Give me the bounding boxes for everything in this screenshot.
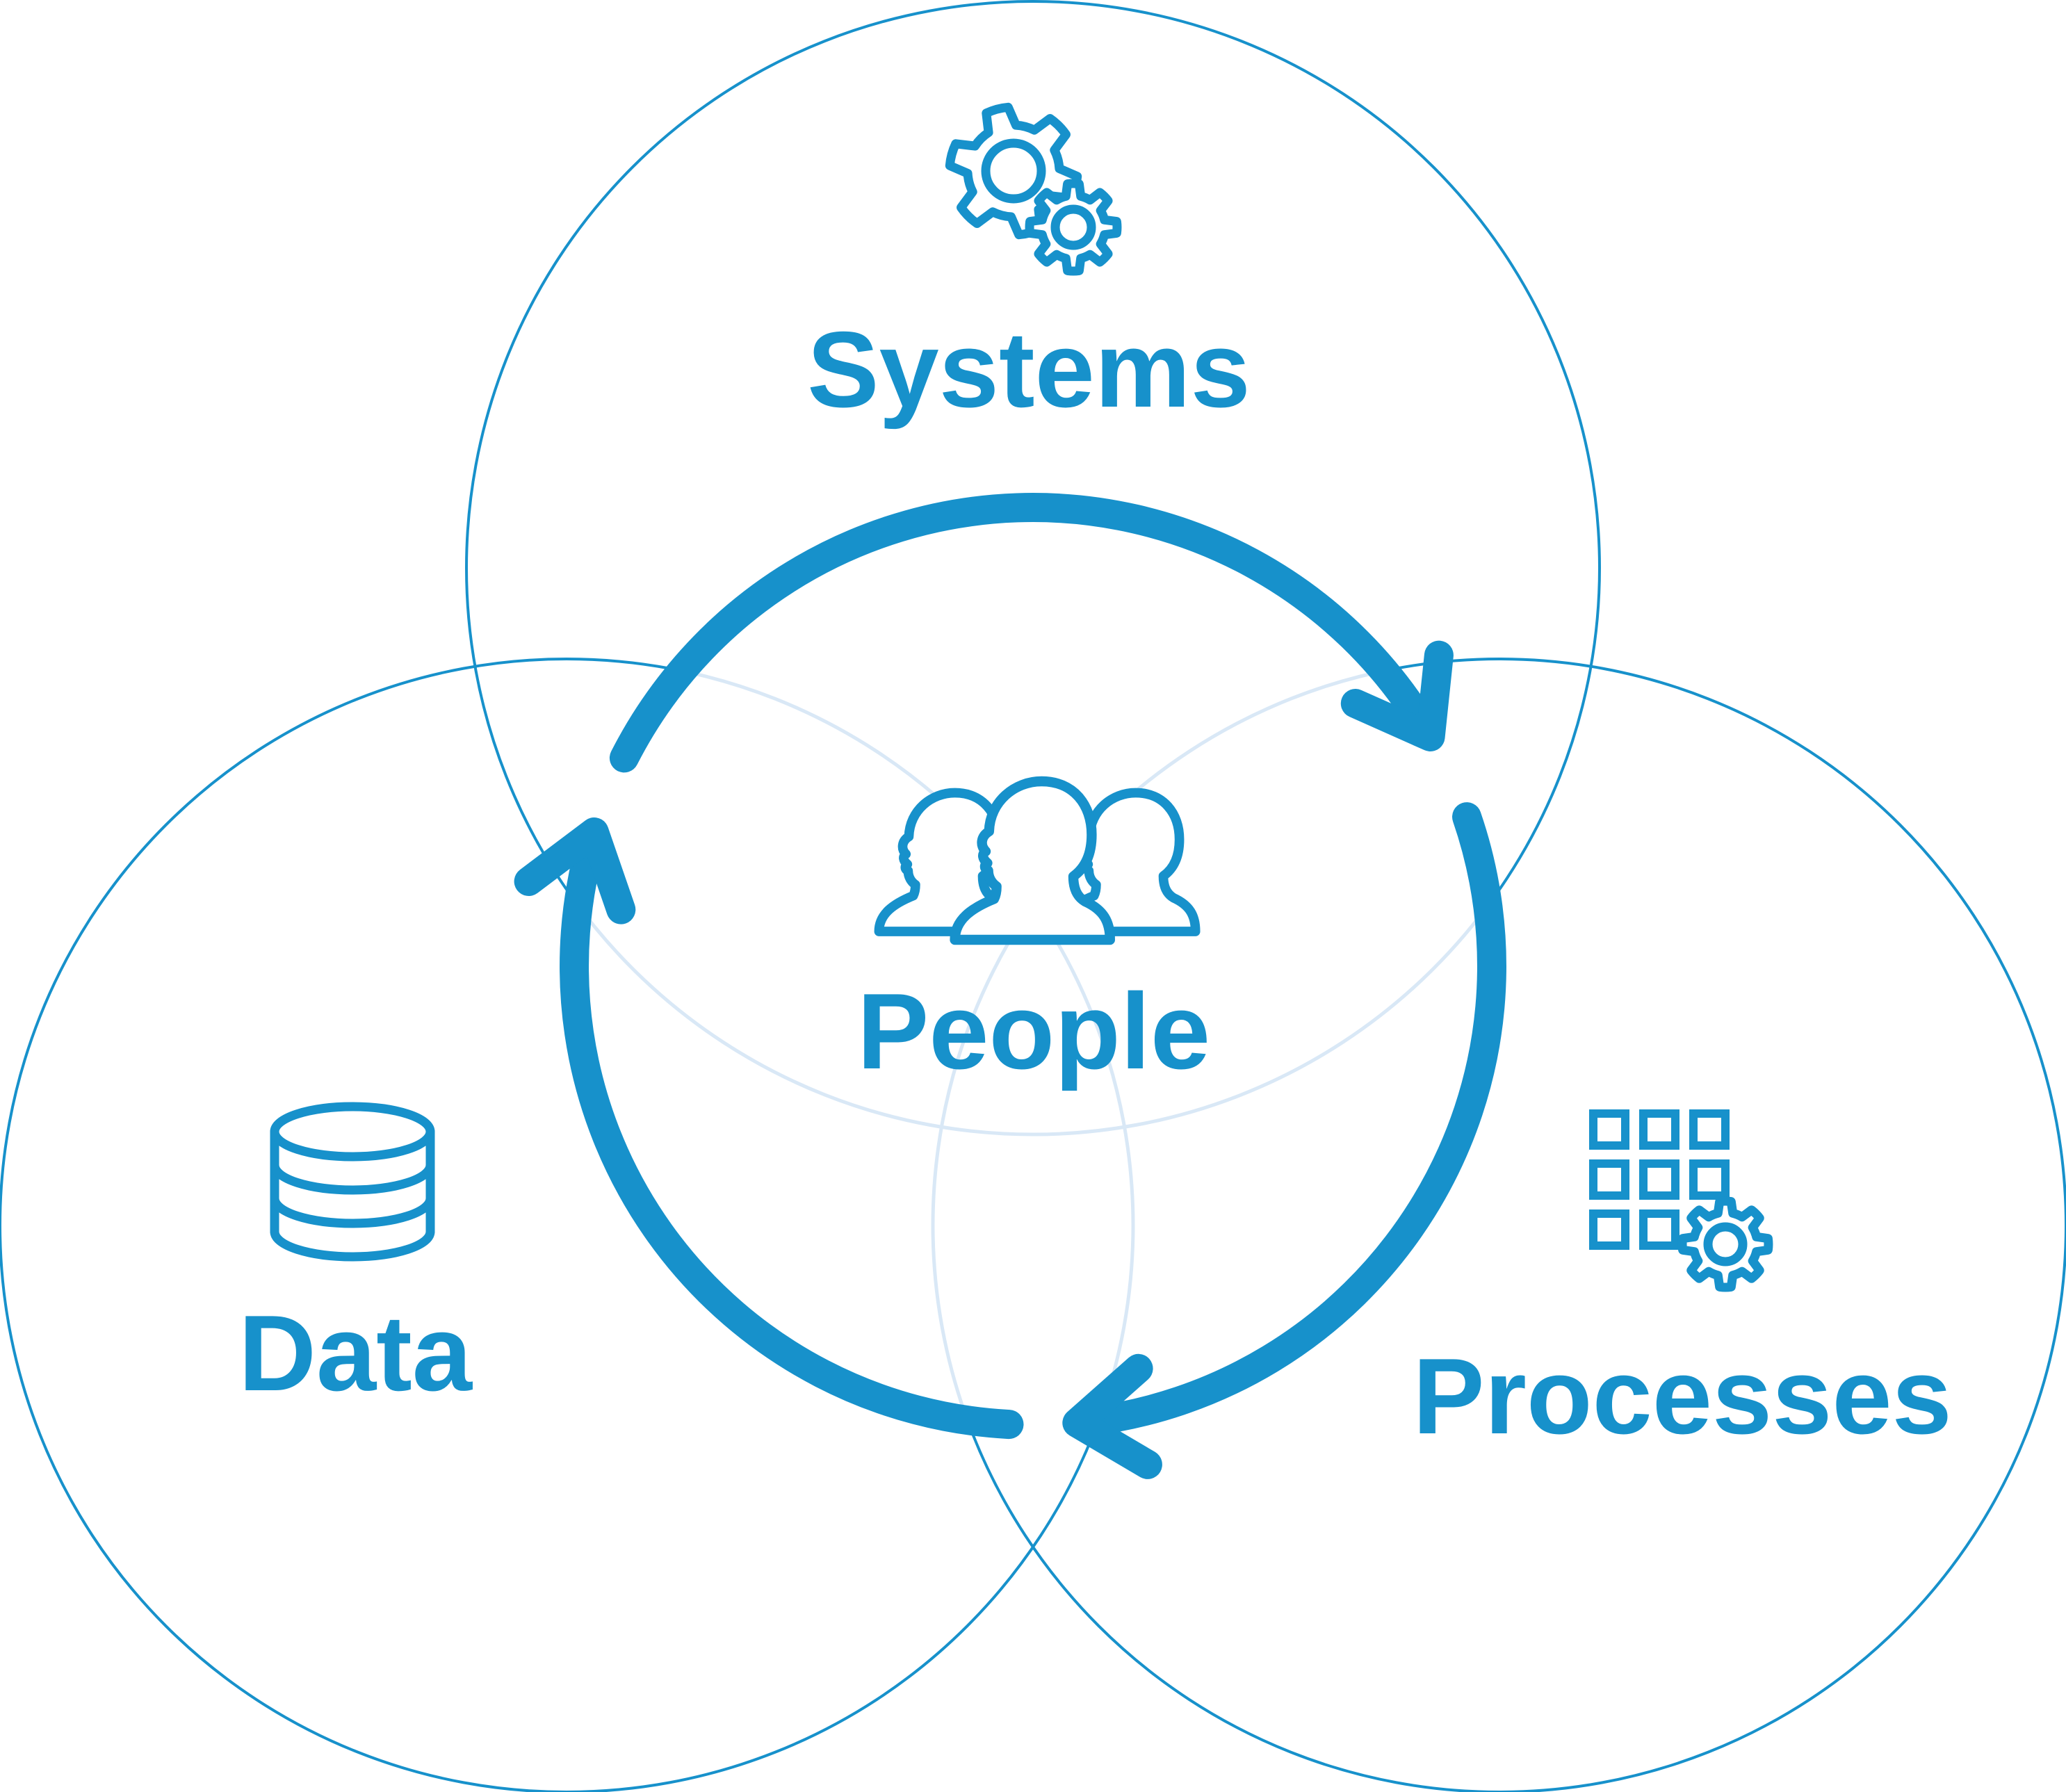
gears-icon (945, 102, 1122, 276)
grid-square (1589, 1109, 1629, 1150)
person-front-silhouette (950, 776, 1116, 945)
grid-square (1689, 1159, 1730, 1200)
grid-square (1639, 1209, 1679, 1250)
grid-square (1639, 1159, 1679, 1200)
systems-label: Systems (807, 309, 1251, 430)
grid-square (1589, 1159, 1629, 1200)
cycle-arc-segment-1 (609, 493, 1441, 773)
people-icon (874, 776, 1201, 945)
large-gear-hole (981, 138, 1046, 204)
cycle-arrowhead-1 (1340, 640, 1454, 751)
people-label: People (857, 971, 1210, 1091)
data-circle (0, 658, 1134, 1792)
grid-square (1689, 1109, 1730, 1150)
cycle-arc-segment-3 (560, 825, 1024, 1440)
systems-circle (465, 0, 1601, 1136)
cycle-arrowhead-3 (514, 817, 636, 924)
person-left-silhouette (874, 788, 1020, 936)
grid-and-gear-icon (1589, 1109, 1773, 1292)
grid-square (1639, 1109, 1679, 1150)
small-gear-hole (1050, 204, 1096, 250)
processes-label: Processes (1413, 1336, 1952, 1456)
processes-circle (932, 658, 2066, 1792)
database-icon (270, 1102, 435, 1262)
cycle-arrowhead-2 (1062, 1353, 1162, 1479)
circular-arrows-icon (514, 493, 1506, 1479)
data-label: Data (238, 1293, 473, 1413)
cycle-arc-segment-2 (1074, 802, 1506, 1437)
grid-square (1589, 1209, 1629, 1250)
process-gear-hole (1703, 1222, 1748, 1266)
